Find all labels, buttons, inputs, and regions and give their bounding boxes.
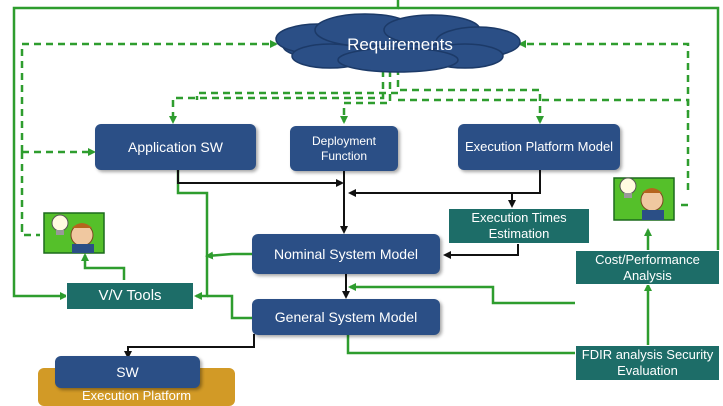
requirements-label: Requirements <box>347 35 453 54</box>
analyst-person-icon-right <box>613 177 675 221</box>
execution-platform-model-box: Execution Platform Model <box>458 124 620 170</box>
sw-box: SW <box>55 356 200 388</box>
execution-times-estimation-box: Execution Times Estimation <box>448 208 590 244</box>
analyst-person-icon-left <box>43 212 105 254</box>
cost-performance-analysis-box: Cost/Performance Analysis <box>575 250 720 285</box>
execution-platform-label: Execution Platform <box>81 388 192 404</box>
nominal-system-model-box: Nominal System Model <box>252 234 440 274</box>
general-system-model-box: General System Model <box>252 299 440 335</box>
requirements-cloud <box>275 13 521 73</box>
application-sw-box: Application SW <box>95 124 256 170</box>
fdir-security-box: FDIR analysis Security Evaluation <box>575 345 720 381</box>
green-solid-connectors <box>12 0 720 355</box>
deployment-function-box: Deployment Function <box>290 126 398 171</box>
green-dashed-connectors <box>20 40 690 237</box>
black-connectors <box>124 170 541 359</box>
vv-tools-box: V/V Tools <box>66 282 194 310</box>
